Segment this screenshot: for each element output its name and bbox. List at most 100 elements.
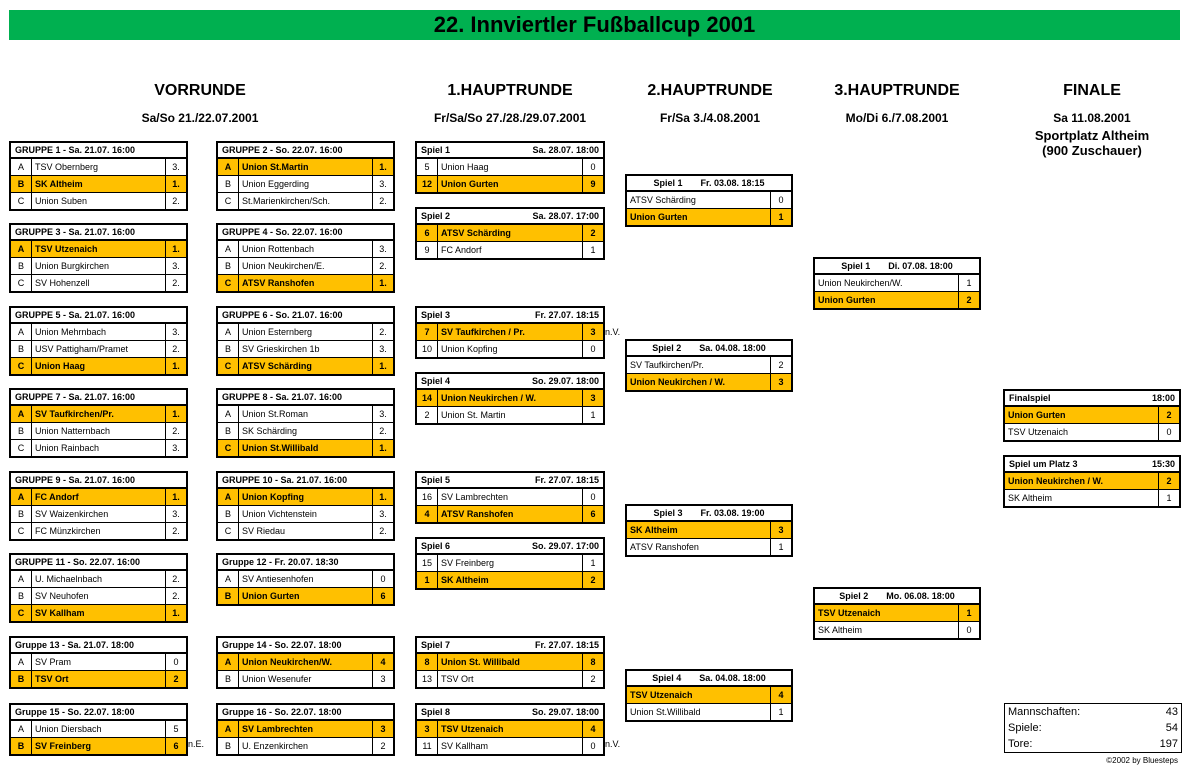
group-title: GRUPPE 7 - Sa. 21.07. 16:00 <box>15 392 136 402</box>
match-label: Spiel 4 <box>652 673 682 683</box>
match-label: Spiel 2 <box>652 343 682 353</box>
seed-cell: 1 <box>417 572 438 588</box>
seed-cell: 16 <box>417 489 438 505</box>
seed-cell: 5 <box>417 159 438 175</box>
score-cell: 1. <box>372 358 393 374</box>
team-name: SV Hohenzell <box>35 278 90 288</box>
finale-date: Sa 11.08.2001 <box>1053 111 1131 125</box>
group-title: GRUPPE 1 - Sa. 21.07. 16:00 <box>15 145 136 155</box>
group-title: Gruppe 14 - So. 22.07. 18:00 <box>222 640 342 650</box>
seed-cell: 4 <box>417 506 438 522</box>
page-title: 22. Innviertler Fußballcup 2001 <box>433 12 756 37</box>
score-cell: 2. <box>372 523 393 539</box>
team-name: Union Neukirchen/W. <box>818 278 903 288</box>
seed-cell: C <box>11 440 32 456</box>
team-name: Union Neukirchen / W. <box>441 393 537 403</box>
team-name: SV Taufkirchen / Pr. <box>441 327 525 337</box>
stats-row: Tore:197 <box>1005 736 1181 752</box>
stats-row: Spiele:54 <box>1005 720 1181 736</box>
score-cell: 3. <box>165 258 186 274</box>
group-header: Gruppe 13 - Sa. 21.07. 18:00 <box>11 638 186 654</box>
score-cell: 3. <box>372 506 393 522</box>
score-cell: 1 <box>582 242 603 258</box>
group-header: GRUPPE 3 - Sa. 21.07. 16:00 <box>11 225 186 241</box>
seed-cell: 3 <box>417 721 438 737</box>
team-name: USV Pattigham/Pramet <box>35 344 129 354</box>
team-name: Union Vichtenstein <box>242 509 317 519</box>
group-title: GRUPPE 9 - Sa. 21.07. 16:00 <box>15 475 136 485</box>
seed-cell: 11 <box>417 738 438 754</box>
score-cell: 1. <box>372 489 393 505</box>
seed-cell: B <box>11 341 32 357</box>
seed-cell: C <box>11 358 32 374</box>
team-name: SV Antiesenhofen <box>242 574 314 584</box>
seed-cell: A <box>218 324 239 340</box>
team-name: Union Neukirchen/E. <box>242 261 325 271</box>
hauptrunde1-date: Fr/Sa/So 27./28./29.07.2001 <box>433 111 587 125</box>
seed-cell: C <box>218 193 239 209</box>
seed-cell: B <box>218 588 239 604</box>
score-cell: 1. <box>165 605 186 621</box>
seed-cell: B <box>11 671 32 687</box>
score-cell: 3. <box>372 341 393 357</box>
score-cell: 2 <box>582 572 603 588</box>
team-name: SK Schärding <box>242 426 298 436</box>
vorrunde-title: VORRUNDE <box>154 82 246 99</box>
match-date: Fr. 27.07. 18:15 <box>534 640 599 650</box>
group-header: GRUPPE 1 - Sa. 21.07. 16:00 <box>11 143 186 159</box>
score-cell: 3. <box>165 506 186 522</box>
score-cell: 1. <box>165 406 186 422</box>
group-title: GRUPPE 6 - So. 21.07. 16:00 <box>222 310 343 320</box>
score-cell: 1. <box>372 159 393 175</box>
score-cell: 2. <box>372 258 393 274</box>
team-name: SV Freinberg <box>35 741 92 751</box>
header-gap <box>681 341 699 355</box>
seed-cell: 9 <box>417 242 438 258</box>
score-cell: 2 <box>372 738 393 754</box>
header-gap <box>868 589 886 603</box>
seed-cell: A <box>11 324 32 340</box>
team-name: SV Lambrechten <box>441 492 509 502</box>
group-title: GRUPPE 11 - So. 22.07. 16:00 <box>15 557 141 567</box>
team-name: ATSV Schärding <box>242 361 312 371</box>
team-name: TSV Ort <box>35 674 69 684</box>
seed-cell: B <box>11 506 32 522</box>
group-header: GRUPPE 5 - Sa. 21.07. 16:00 <box>11 308 186 324</box>
team-name: Union Natternbach <box>35 426 111 436</box>
team-name: Union Gurten <box>441 179 499 189</box>
score-cell: 1 <box>770 539 791 555</box>
score-cell: 2 <box>958 292 979 308</box>
team-name: SV Kallham <box>441 741 489 751</box>
team-name: FC Andorf <box>35 492 79 502</box>
